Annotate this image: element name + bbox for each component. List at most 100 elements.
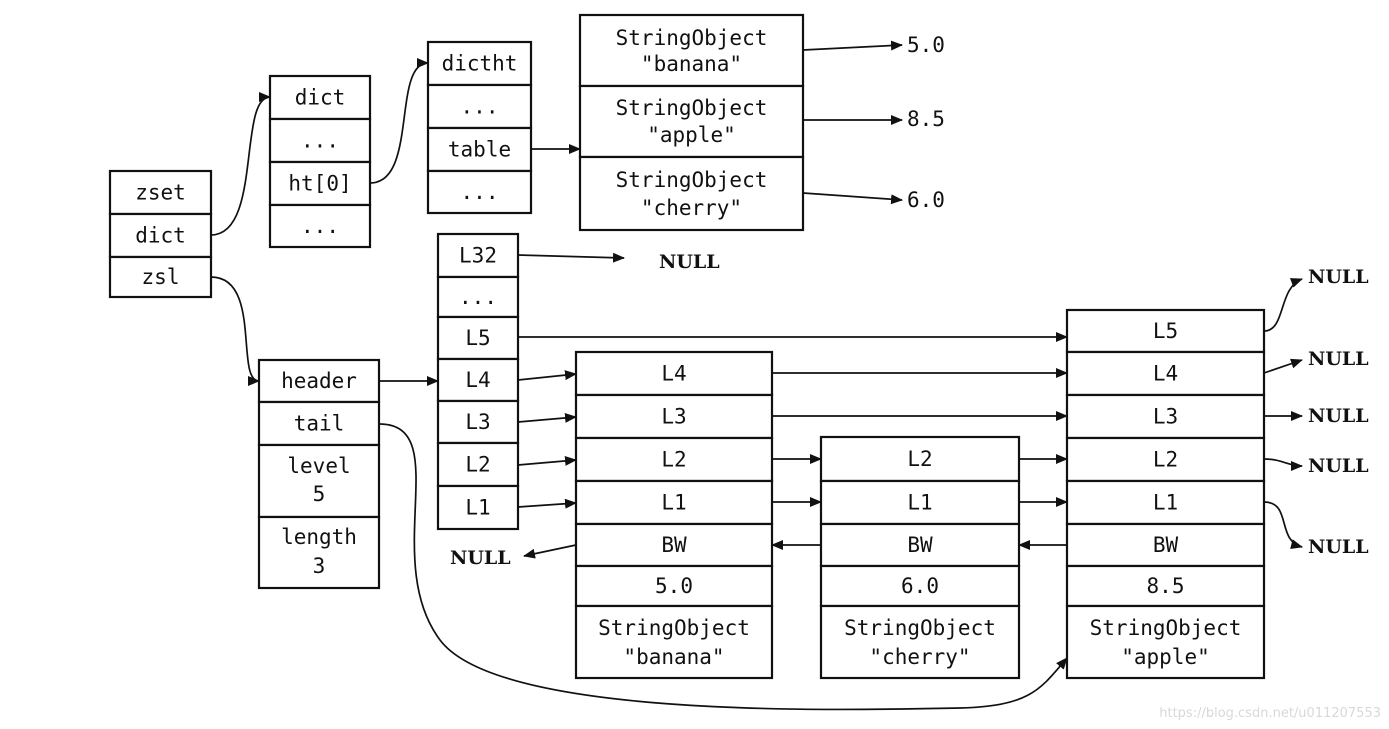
svg-text:header: header (281, 369, 357, 393)
null-label-L1: NULL (1308, 536, 1369, 558)
skiplist-header-node: L32 ... L5 L4 L3 L2 L1 (436, 232, 520, 531)
dict-score-banana: 5.0 (907, 33, 945, 57)
node-banana-score: 5.0 (574, 564, 774, 608)
svg-text:L5: L5 (1153, 319, 1178, 343)
header-level-L1: L1 (436, 484, 520, 531)
node-banana-backward: BW (574, 522, 774, 568)
svg-text:ht[0]: ht[0] (288, 172, 351, 196)
svg-text:StringObject: StringObject (616, 168, 768, 192)
header-level-L4: L4 (436, 357, 520, 403)
node-cherry-backward: BW (819, 522, 1021, 568)
node-cherry-object: StringObject "cherry" (819, 604, 1021, 680)
header-level-L2: L2 (436, 441, 520, 488)
svg-text:6.0: 6.0 (901, 574, 939, 598)
svg-text:dict: dict (135, 224, 186, 248)
zskiplist-cell-length: length 3 (257, 515, 381, 590)
svg-text:BW: BW (661, 533, 687, 557)
svg-text:tail: tail (294, 412, 345, 436)
node-apple-level-L3: L3 (1065, 393, 1266, 440)
dict-score-cherry: 6.0 (907, 188, 945, 212)
arrow-tail-to-apple (378, 423, 1068, 711)
svg-text:5.0: 5.0 (655, 574, 693, 598)
header-level-L5: L5 (436, 315, 520, 361)
svg-text:3: 3 (313, 554, 326, 578)
dictht-cell-ellipsis: ... (426, 83, 533, 130)
svg-text:StringObject: StringObject (616, 26, 768, 50)
arrow-zsl-to-zskiplist (210, 276, 260, 386)
svg-text:L3: L3 (661, 405, 686, 429)
svg-text:...: ... (461, 95, 499, 119)
skiplist-node-banana: L4 L3 L2 L1 BW 5.0 StringObject "banana" (574, 350, 774, 680)
node-cherry-level-L1: L1 (819, 479, 1021, 526)
arrow-apple-L2-to-null (1263, 458, 1303, 471)
null-label-L3: NULL (1308, 405, 1369, 427)
zset-cell-zsl: zsl (108, 255, 213, 299)
svg-text:StringObject: StringObject (598, 616, 750, 640)
svg-text:level: level (287, 454, 350, 478)
arrow-header-L2-to-banana (517, 455, 577, 466)
zskiplist-cell-tail: tail (257, 400, 381, 447)
arrow-header-L4-to-banana (517, 370, 577, 381)
node-banana-level-L3: L3 (574, 393, 774, 440)
null-label-L2: NULL (1308, 455, 1369, 477)
svg-text:L1: L1 (465, 496, 490, 520)
svg-text:zset: zset (135, 181, 186, 205)
svg-text:8.5: 8.5 (1147, 574, 1185, 598)
null-label-L4: NULL (1308, 348, 1369, 370)
node-apple-level-L5: L5 (1065, 308, 1266, 354)
svg-text:"banana": "banana" (623, 645, 724, 669)
svg-text:L4: L4 (465, 368, 490, 392)
arrow-banana-to-score (802, 40, 903, 51)
arrow-header-L1-to-banana (517, 498, 577, 509)
skiplist-node-cherry: L2 L1 BW 6.0 StringObject "cherry" (819, 435, 1021, 680)
arrow-apple-L5-to-null (1263, 278, 1303, 332)
node-apple-object: StringObject "apple" (1065, 604, 1266, 680)
node-apple-level-L2: L2 (1065, 436, 1266, 483)
node-banana-level-L2: L2 (574, 436, 774, 483)
node-banana-object: StringObject "banana" (574, 604, 774, 680)
zset-struct: zset dict zsl (108, 169, 213, 299)
dict-cell-ellipsis: ... (268, 117, 372, 164)
dictht-cell-ellipsis-2: ... (426, 169, 533, 215)
node-cherry-level-L2: L2 (819, 435, 1021, 483)
arrow-apple-L1-to-null (1263, 501, 1303, 549)
dict-struct: dict ... ht[0] ... (268, 74, 372, 249)
arrow-zset-dict-to-dict (210, 92, 271, 236)
dictht-struct: dictht ... table ... (426, 40, 533, 215)
zset-cell-title: zset (108, 169, 213, 216)
svg-text:StringObject: StringObject (616, 96, 768, 120)
svg-text:L5: L5 (465, 326, 490, 350)
svg-text:L1: L1 (1153, 491, 1178, 515)
svg-text:L3: L3 (1153, 405, 1178, 429)
null-label-L32: NULL (659, 251, 720, 273)
watermark: https://blog.csdn.net/u011207553 (1159, 706, 1381, 721)
dict-entries: StringObject "banana" StringObject "appl… (578, 13, 945, 232)
null-labels: NULL NULL NULL NULL NULL NULL NULL (450, 251, 1369, 569)
svg-text:L1: L1 (907, 491, 932, 515)
svg-text:L4: L4 (1153, 362, 1178, 386)
svg-text:StringObject: StringObject (1090, 616, 1242, 640)
svg-text:BW: BW (1153, 533, 1179, 557)
dict-cell-title: dict (268, 74, 372, 121)
node-apple-score: 8.5 (1065, 564, 1266, 608)
svg-text:"apple": "apple" (1121, 645, 1210, 669)
svg-text:L3: L3 (465, 410, 490, 434)
connectors (210, 40, 1303, 711)
null-label-L5: NULL (1308, 266, 1369, 288)
svg-text:L2: L2 (1153, 448, 1178, 472)
zset-cell-dict: dict (108, 212, 213, 259)
svg-text:zsl: zsl (142, 265, 180, 289)
zskiplist-struct: header tail level 5 length 3 (257, 358, 381, 590)
header-level-ellipsis: ... (436, 275, 520, 319)
skiplist-node-apple: L5 L4 L3 L2 L1 BW 8.5 StringObject "appl… (1065, 308, 1266, 680)
node-apple-level-L1: L1 (1065, 479, 1266, 526)
svg-text:L1: L1 (661, 491, 686, 515)
node-banana-level-L1: L1 (574, 479, 774, 526)
dictht-cell-table: table (426, 126, 533, 173)
dict-score-apple: 8.5 (907, 107, 945, 131)
zskiplist-cell-level: level 5 (257, 443, 381, 519)
arrow-ht0-to-dictht (369, 58, 429, 184)
dict-cell-ellipsis-2: ... (268, 203, 372, 249)
node-banana-level-L4: L4 (574, 350, 774, 397)
svg-text:...: ... (301, 129, 339, 153)
